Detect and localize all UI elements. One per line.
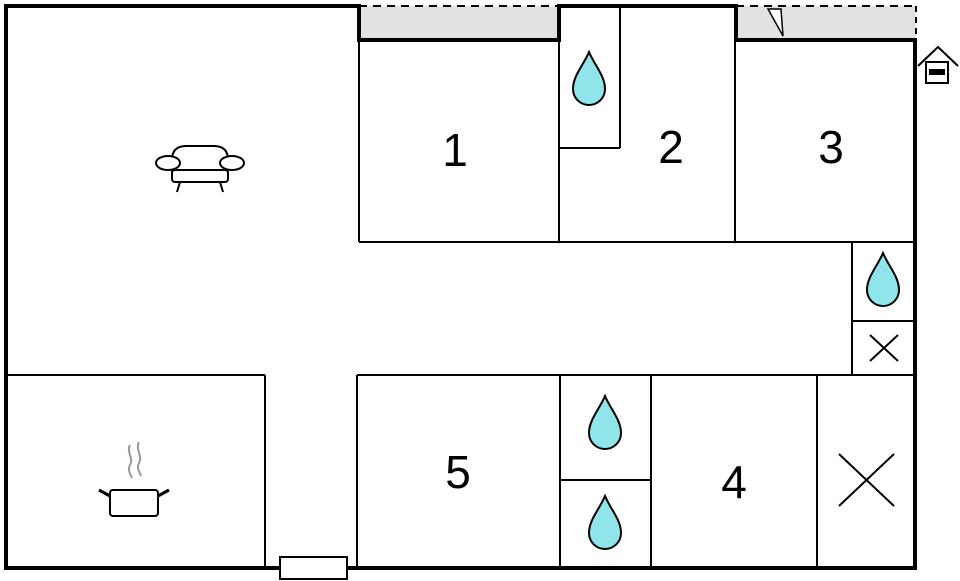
cross-icon <box>838 453 895 507</box>
house-entrance-icon <box>917 45 959 84</box>
room-number-5: 5 <box>445 446 471 498</box>
front-door <box>279 556 348 580</box>
balcony-right <box>736 5 917 40</box>
balcony-left <box>359 5 557 40</box>
room-number-1: 1 <box>442 124 468 176</box>
cooking-pot-icon <box>98 441 170 517</box>
room-number-2: 2 <box>658 121 684 173</box>
water-drop-icon <box>571 49 607 106</box>
water-drop-icon <box>587 393 623 450</box>
water-drop-icon <box>587 493 623 550</box>
water-drop-icon <box>865 250 901 307</box>
room-number-4: 4 <box>721 456 747 508</box>
outer-walls <box>4 4 917 570</box>
interior-walls <box>6 8 915 568</box>
cross-icon <box>869 334 899 362</box>
door-swing-marker <box>766 8 784 37</box>
sofa-icon <box>155 145 245 193</box>
room-number-3: 3 <box>818 121 844 173</box>
